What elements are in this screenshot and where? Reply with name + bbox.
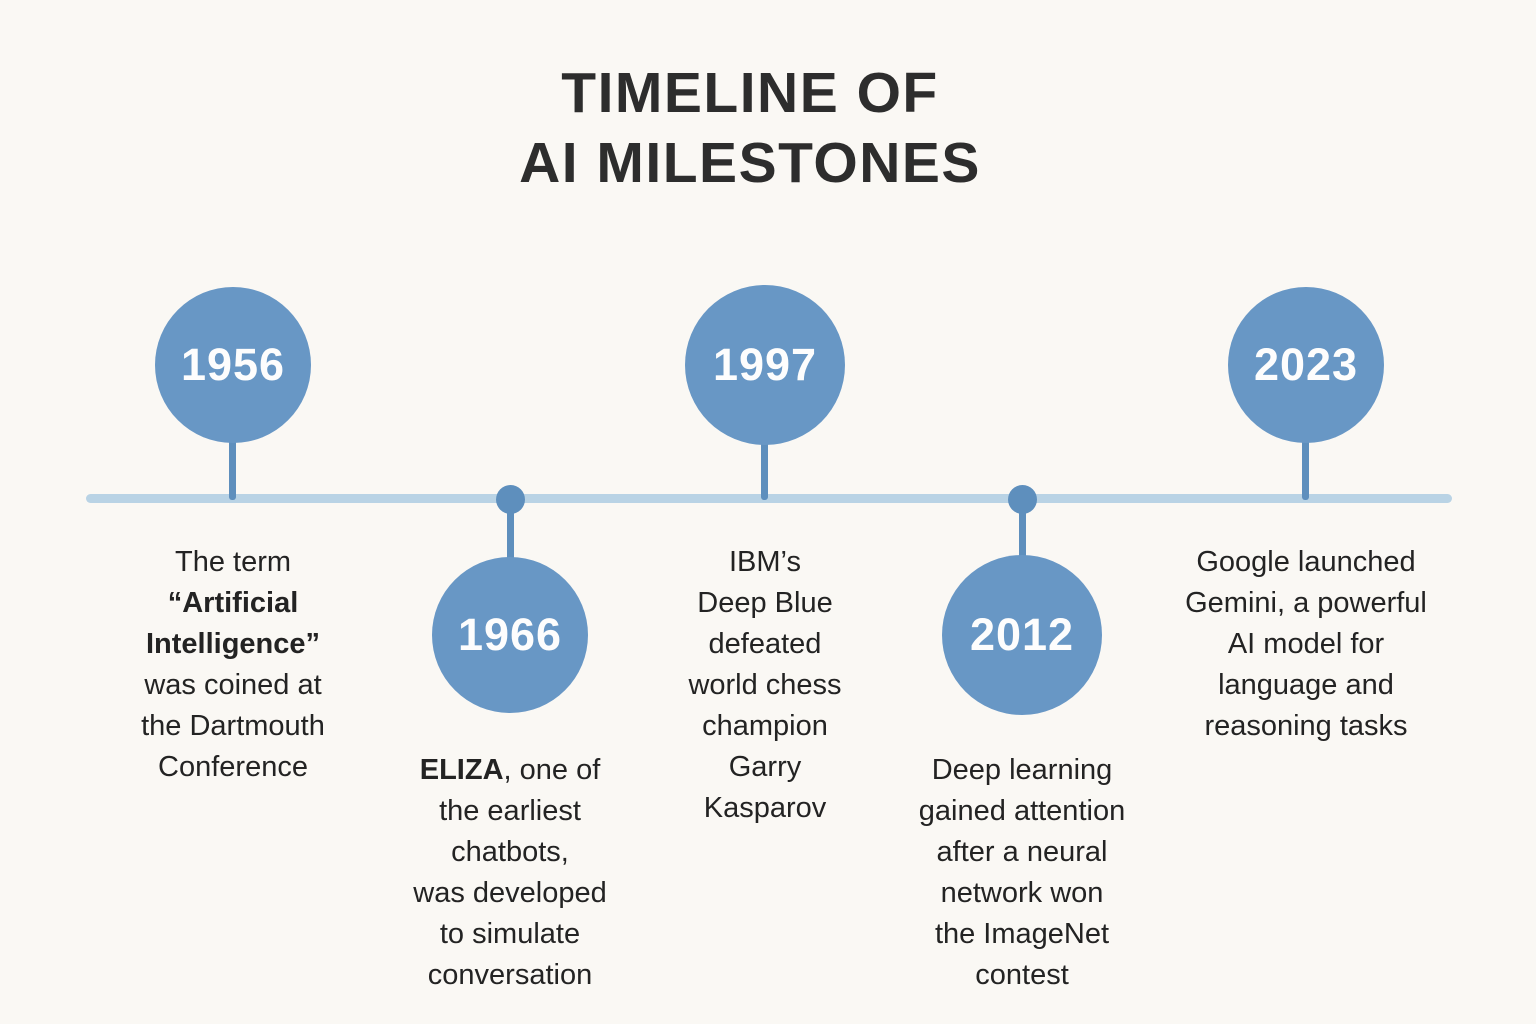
year-circle: 1956 (155, 287, 311, 443)
timeline-axis (86, 494, 1452, 503)
milestone-description-line: chatbots, (350, 832, 670, 873)
description-text-segment: Conference (158, 751, 308, 783)
year-label: 1997 (712, 339, 818, 390)
year-circle: 2023 (1228, 287, 1384, 443)
milestone-description-line: gained attention (862, 791, 1182, 832)
description-text-segment: was developed (413, 877, 607, 909)
description-text-segment: conversation (427, 959, 593, 991)
description-text-segment: The term (174, 546, 292, 578)
milestone-description-line: conversation (350, 955, 670, 996)
page-title: TIMELINE OF AI MILESTONES (368, 58, 1132, 198)
description-text-segment: , one of (503, 754, 601, 786)
milestone-description-line: reasoning tasks (1136, 706, 1476, 747)
milestone-description-line: Google launched (1136, 542, 1476, 583)
year-label: 1956 (180, 339, 286, 390)
milestone-description-line: contest (862, 955, 1182, 996)
description-text-segment: language and (1218, 669, 1394, 701)
description-text-segment: world chess (688, 669, 842, 701)
description-text-segment: “Artificial (167, 587, 299, 619)
description-text-segment: IBM’s (729, 546, 801, 578)
milestone-description: Deep learning gained attention after a neu… (862, 750, 1182, 996)
description-text-segment: defeated (708, 628, 822, 660)
description-text-segment: contest (975, 959, 1069, 991)
milestone-description-line: Garry (645, 747, 885, 788)
milestone-description-line: Deep learning (862, 750, 1182, 791)
description-text-segment: Google launched (1196, 546, 1416, 578)
milestone-description-line: Kasparov (645, 788, 885, 829)
milestone-description-line: after a neural (862, 832, 1182, 873)
milestone-description-line: the earliest (350, 791, 670, 832)
milestone-description: ELIZA, one of the earliest chatbots, was de… (350, 750, 670, 996)
description-text-segment: chatbots, (451, 836, 569, 868)
connector-stem (1302, 425, 1309, 500)
milestone-description-line: Conference (73, 747, 393, 788)
description-text-segment: Kasparov (703, 792, 827, 824)
description-text-segment: the earliest (439, 795, 581, 827)
description-text-segment: champion (702, 710, 828, 742)
milestone-description-line: defeated (645, 624, 885, 665)
connector-stem (507, 499, 514, 564)
description-text-segment: after a neural (936, 836, 1108, 868)
milestone-description-line: The term (73, 542, 393, 583)
milestone-description-line: AI model for (1136, 624, 1476, 665)
description-text-segment: gained attention (918, 795, 1126, 827)
description-text-segment: reasoning tasks (1204, 710, 1408, 742)
milestone-description-line: network won (862, 873, 1182, 914)
description-text-segment: Garry (728, 751, 802, 783)
milestone-description-line: Intelligence” (73, 624, 393, 665)
description-text-segment: was coined at (144, 669, 322, 701)
connector-stem (229, 425, 236, 500)
description-text-segment: ELIZA (419, 754, 504, 786)
description-text-segment: to simulate (439, 918, 581, 950)
description-text-segment: Intelligence” (145, 628, 321, 660)
description-text-segment: the Dartmouth (141, 710, 325, 742)
year-circle: 2012 (942, 555, 1102, 715)
milestone-description-line: to simulate (350, 914, 670, 955)
year-circle: 1997 (685, 285, 845, 445)
milestone-description-line: the ImageNet (862, 914, 1182, 955)
milestone-description-line: was developed (350, 873, 670, 914)
milestone-description-line: champion (645, 706, 885, 747)
milestone-description-line: Deep Blue (645, 583, 885, 624)
milestone-description-line: ELIZA, one of (350, 750, 670, 791)
description-text-segment: network won (940, 877, 1104, 909)
year-label: 2012 (969, 609, 1075, 660)
milestone-description-line: IBM’s (645, 542, 885, 583)
year-label: 2023 (1253, 339, 1359, 390)
description-text-segment: AI model for (1227, 628, 1385, 660)
description-text-segment: the ImageNet (934, 918, 1110, 950)
description-text-segment: Deep learning (931, 754, 1113, 786)
milestone-description-line: was coined at (73, 665, 393, 706)
milestone-description-line: Gemini, a powerful (1136, 583, 1476, 624)
milestone-description-line: language and (1136, 665, 1476, 706)
milestone-description-line: “Artificial (73, 583, 393, 624)
milestone-description-line: the Dartmouth (73, 706, 393, 747)
description-text-segment: Gemini, a powerful (1185, 587, 1427, 619)
description-text-segment: Deep Blue (697, 587, 833, 619)
year-circle: 1966 (432, 557, 588, 713)
page-title-line-2: AI MILESTONES (519, 131, 981, 195)
connector-stem (761, 425, 768, 500)
page-title-line-1: TIMELINE OF (561, 61, 939, 125)
year-label: 1966 (457, 609, 563, 660)
connector-stem (1019, 499, 1026, 562)
milestone-description-line: world chess (645, 665, 885, 706)
